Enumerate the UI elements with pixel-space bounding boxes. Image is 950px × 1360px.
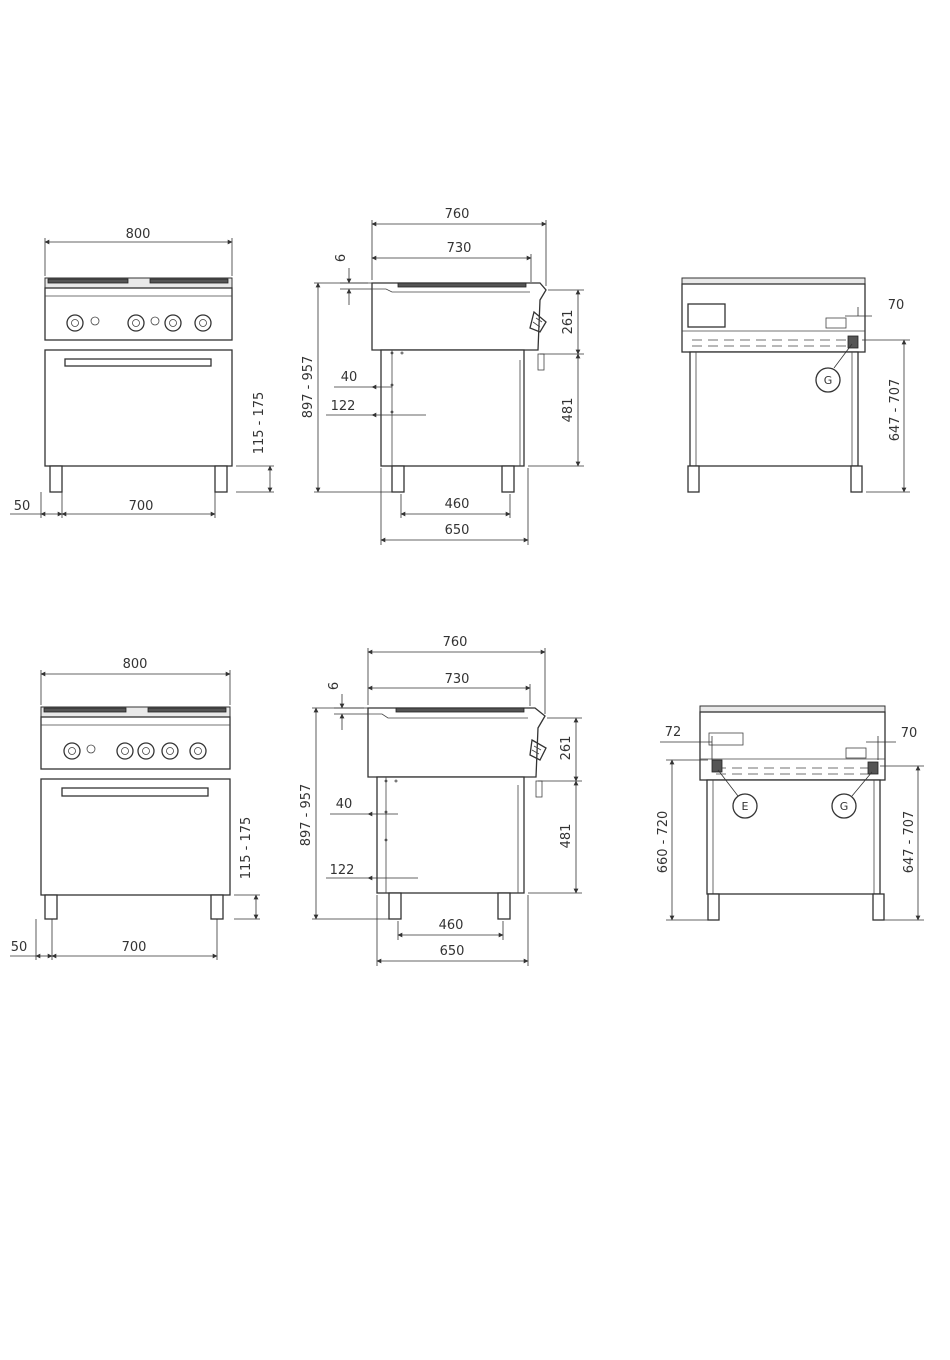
connection-e-label: E bbox=[742, 800, 749, 813]
dim-feet-spacing: 460 bbox=[445, 497, 470, 512]
dim-depth-top: 730 bbox=[445, 672, 470, 687]
front-view-row2: 800 115 - 175 50 700 bbox=[10, 657, 260, 960]
dim-leg-offset: 50 bbox=[14, 499, 31, 514]
dim-leg-offset: 50 bbox=[11, 940, 28, 955]
dim-offset-70: 70 bbox=[888, 298, 905, 313]
dim-height-left: 660 - 720 bbox=[656, 811, 671, 874]
dim-base-depth: 650 bbox=[445, 523, 470, 538]
dim-top-lip: 6 bbox=[327, 682, 342, 690]
dim-total-height: 897 - 957 bbox=[299, 784, 314, 847]
dim-depth-total: 760 bbox=[445, 207, 470, 222]
dim-depth-total: 760 bbox=[443, 635, 468, 650]
dim-leg-height: 115 - 175 bbox=[239, 817, 254, 880]
side-view-row1: 760 730 6 261 481 897 - 957 40 122 460 6… bbox=[301, 207, 584, 545]
dim-height-range: 647 - 707 bbox=[888, 379, 903, 442]
dim-leg-spacing: 700 bbox=[129, 499, 154, 514]
dim-leg-height: 115 - 175 bbox=[252, 392, 267, 455]
dim-height-right: 647 - 707 bbox=[902, 811, 917, 874]
dim-body-height: 481 bbox=[559, 824, 574, 849]
dim-width: 800 bbox=[123, 657, 148, 672]
rear-view-row1: 70 647 - 707 G bbox=[682, 278, 910, 492]
dim-inset-122: 122 bbox=[331, 399, 356, 414]
dim-width: 800 bbox=[126, 227, 151, 242]
dim-inset-40: 40 bbox=[336, 797, 353, 812]
dim-offset-72: 72 bbox=[665, 725, 682, 740]
rear-view-row2: 72 70 660 - 720 647 - 707 E G bbox=[656, 706, 924, 920]
connection-g-label: G bbox=[840, 800, 849, 813]
dim-total-height: 897 - 957 bbox=[301, 356, 316, 419]
dim-feet-spacing: 460 bbox=[439, 918, 464, 933]
side-view-row2: 760 730 6 261 481 897 - 957 40 122 460 6… bbox=[299, 635, 582, 966]
dim-control-height: 261 bbox=[559, 736, 574, 761]
oven-door bbox=[45, 350, 232, 466]
dim-base-depth: 650 bbox=[440, 944, 465, 959]
dim-leg-spacing: 700 bbox=[122, 940, 147, 955]
dim-depth-top: 730 bbox=[447, 241, 472, 256]
dim-inset-122: 122 bbox=[330, 863, 355, 878]
dim-control-height: 261 bbox=[561, 310, 576, 335]
dim-inset-40: 40 bbox=[341, 370, 358, 385]
connection-g-label: G bbox=[824, 374, 833, 387]
dim-offset-70: 70 bbox=[901, 726, 918, 741]
dim-top-lip: 6 bbox=[334, 254, 349, 262]
dim-body-height: 481 bbox=[561, 398, 576, 423]
front-view-row1: 800 115 - 175 50 700 bbox=[10, 227, 274, 518]
